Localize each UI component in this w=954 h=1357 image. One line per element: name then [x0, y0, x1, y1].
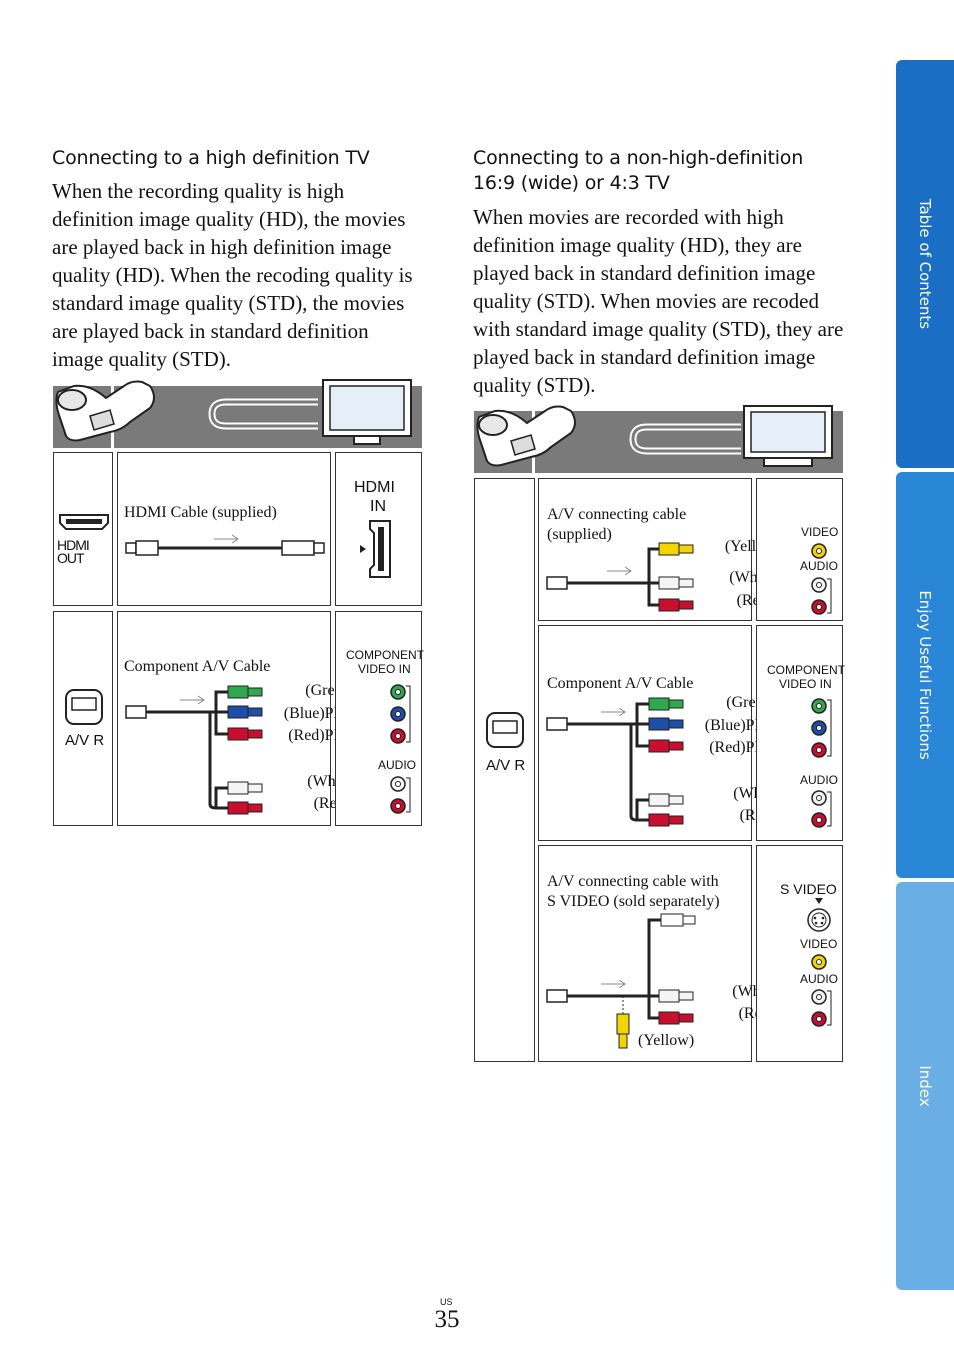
av-tv-port-panel: VIDEO AUDIO: [756, 478, 843, 621]
av-r-label: A/V R: [486, 757, 526, 774]
component-label-1: COMPONENT: [346, 648, 424, 662]
av-r-label: A/V R: [65, 732, 105, 749]
tv-illustration: [322, 379, 412, 445]
right-cam-port-panel: A/V R: [474, 478, 535, 1062]
av-cable-panel: A/V connecting cable (supplied) (Yellow)…: [538, 478, 781, 621]
component-label-2: VIDEO IN: [358, 662, 411, 676]
camcorder-illustration: [476, 405, 576, 467]
video-jack-icon: [811, 954, 827, 970]
banner-cable-icon: [208, 398, 318, 430]
svideo-cable-icon: [546, 913, 696, 1049]
hdmi-in-label-2: IN: [370, 498, 386, 515]
tab-label: Index: [916, 1065, 934, 1107]
audio-jacks-icon: [390, 776, 411, 814]
hdmi-cable-icon: [125, 534, 325, 556]
tab-table-of-contents[interactable]: Table of Contents: [896, 60, 954, 468]
tab-label: Enjoy Useful Functions: [916, 590, 934, 760]
hdmi-port-icon: [59, 514, 109, 530]
comp-cam-port-panel: A/V R: [53, 611, 113, 826]
audio-label: AUDIO: [800, 559, 839, 573]
hdmi-in-label-1: HDMI: [354, 479, 395, 496]
hdmi-cable-label: HDMI Cable (supplied): [124, 504, 277, 521]
video-label: VIDEO: [800, 937, 838, 951]
audio-jacks-icon: [811, 790, 832, 828]
audio-label: AUDIO: [800, 972, 839, 986]
hdmi-cam-port-panel: HDMI OUT: [53, 452, 113, 606]
right-comp-cable-panel: Component A/V Cable (Green) Y (Blue)PB/C…: [538, 625, 791, 841]
video-label: VIDEO: [801, 525, 839, 539]
audio-jacks-icon: [811, 577, 832, 615]
hdmi-out-label: HDMI OUT: [57, 537, 90, 566]
comp-cable-panel: Component A/V Cable (Green) Y (Blue)PB/C…: [117, 611, 370, 826]
av-cable-label-2: (supplied): [547, 526, 612, 543]
comp-cable-label: Component A/V Cable: [547, 675, 694, 692]
svideo-yellow-label: (Yellow): [638, 1032, 695, 1049]
tab-label: Table of Contents: [916, 198, 934, 330]
component-cable-icon: [546, 697, 684, 827]
right-heading-line1: Connecting to a non-high-definition: [473, 147, 804, 169]
svideo-tv-port-panel: S VIDEO VIDEO AUDIO: [756, 845, 843, 1062]
audio-jacks-icon: [811, 989, 832, 1027]
right-heading-line2: 16:9 (wide) or 4:3 TV: [473, 172, 670, 194]
left-body: When the recording quality is high defin…: [52, 179, 413, 371]
hdmi-cable-panel: HDMI Cable (supplied): [117, 452, 331, 606]
page-region: US: [440, 1297, 453, 1307]
svideo-label: S VIDEO: [780, 881, 837, 897]
hdmi-tv-port-panel: HDMI IN: [335, 452, 422, 606]
comp-tv-port-panel: COMPONENT VIDEO IN AUDIO: [335, 611, 424, 826]
page-number: 35: [434, 1306, 460, 1333]
audio-label: AUDIO: [378, 758, 417, 772]
left-heading: Connecting to a high definition TV: [52, 147, 370, 169]
component-cable-icon: [125, 685, 263, 815]
hdmi-in-port-icon: [360, 520, 391, 578]
comp-cable-label: Component A/V Cable: [124, 658, 271, 675]
tab-index[interactable]: Index: [896, 882, 954, 1290]
svideo-cable-label-2: S VIDEO (sold separately): [547, 893, 720, 910]
svideo-jack-icon: [807, 898, 831, 932]
tv-illustration: [743, 405, 833, 467]
component-label-1: COMPONENT: [767, 663, 845, 677]
tab-enjoy-useful-functions[interactable]: Enjoy Useful Functions: [896, 472, 954, 878]
banner-cable-icon: [629, 423, 741, 455]
svideo-cable-panel: A/V connecting cable with S VIDEO (sold …: [538, 845, 782, 1062]
camcorder-illustration: [55, 380, 155, 442]
right-comp-tv-port-panel: COMPONENT VIDEO IN AUDIO: [756, 625, 845, 841]
av-r-port-icon: [65, 689, 103, 725]
video-jack-icon: [811, 543, 827, 559]
component-jacks-icon: [390, 684, 411, 744]
av-r-port-icon: [486, 712, 524, 748]
audio-label: AUDIO: [800, 773, 839, 787]
svideo-cable-label-1: A/V connecting cable with: [547, 873, 719, 890]
right-body: When movies are recorded with high defin…: [473, 205, 844, 397]
av-cable-label-1: A/V connecting cable: [547, 506, 687, 523]
av-cable-icon: [546, 542, 694, 612]
component-jacks-icon: [811, 698, 832, 758]
component-label-2: VIDEO IN: [779, 677, 832, 691]
